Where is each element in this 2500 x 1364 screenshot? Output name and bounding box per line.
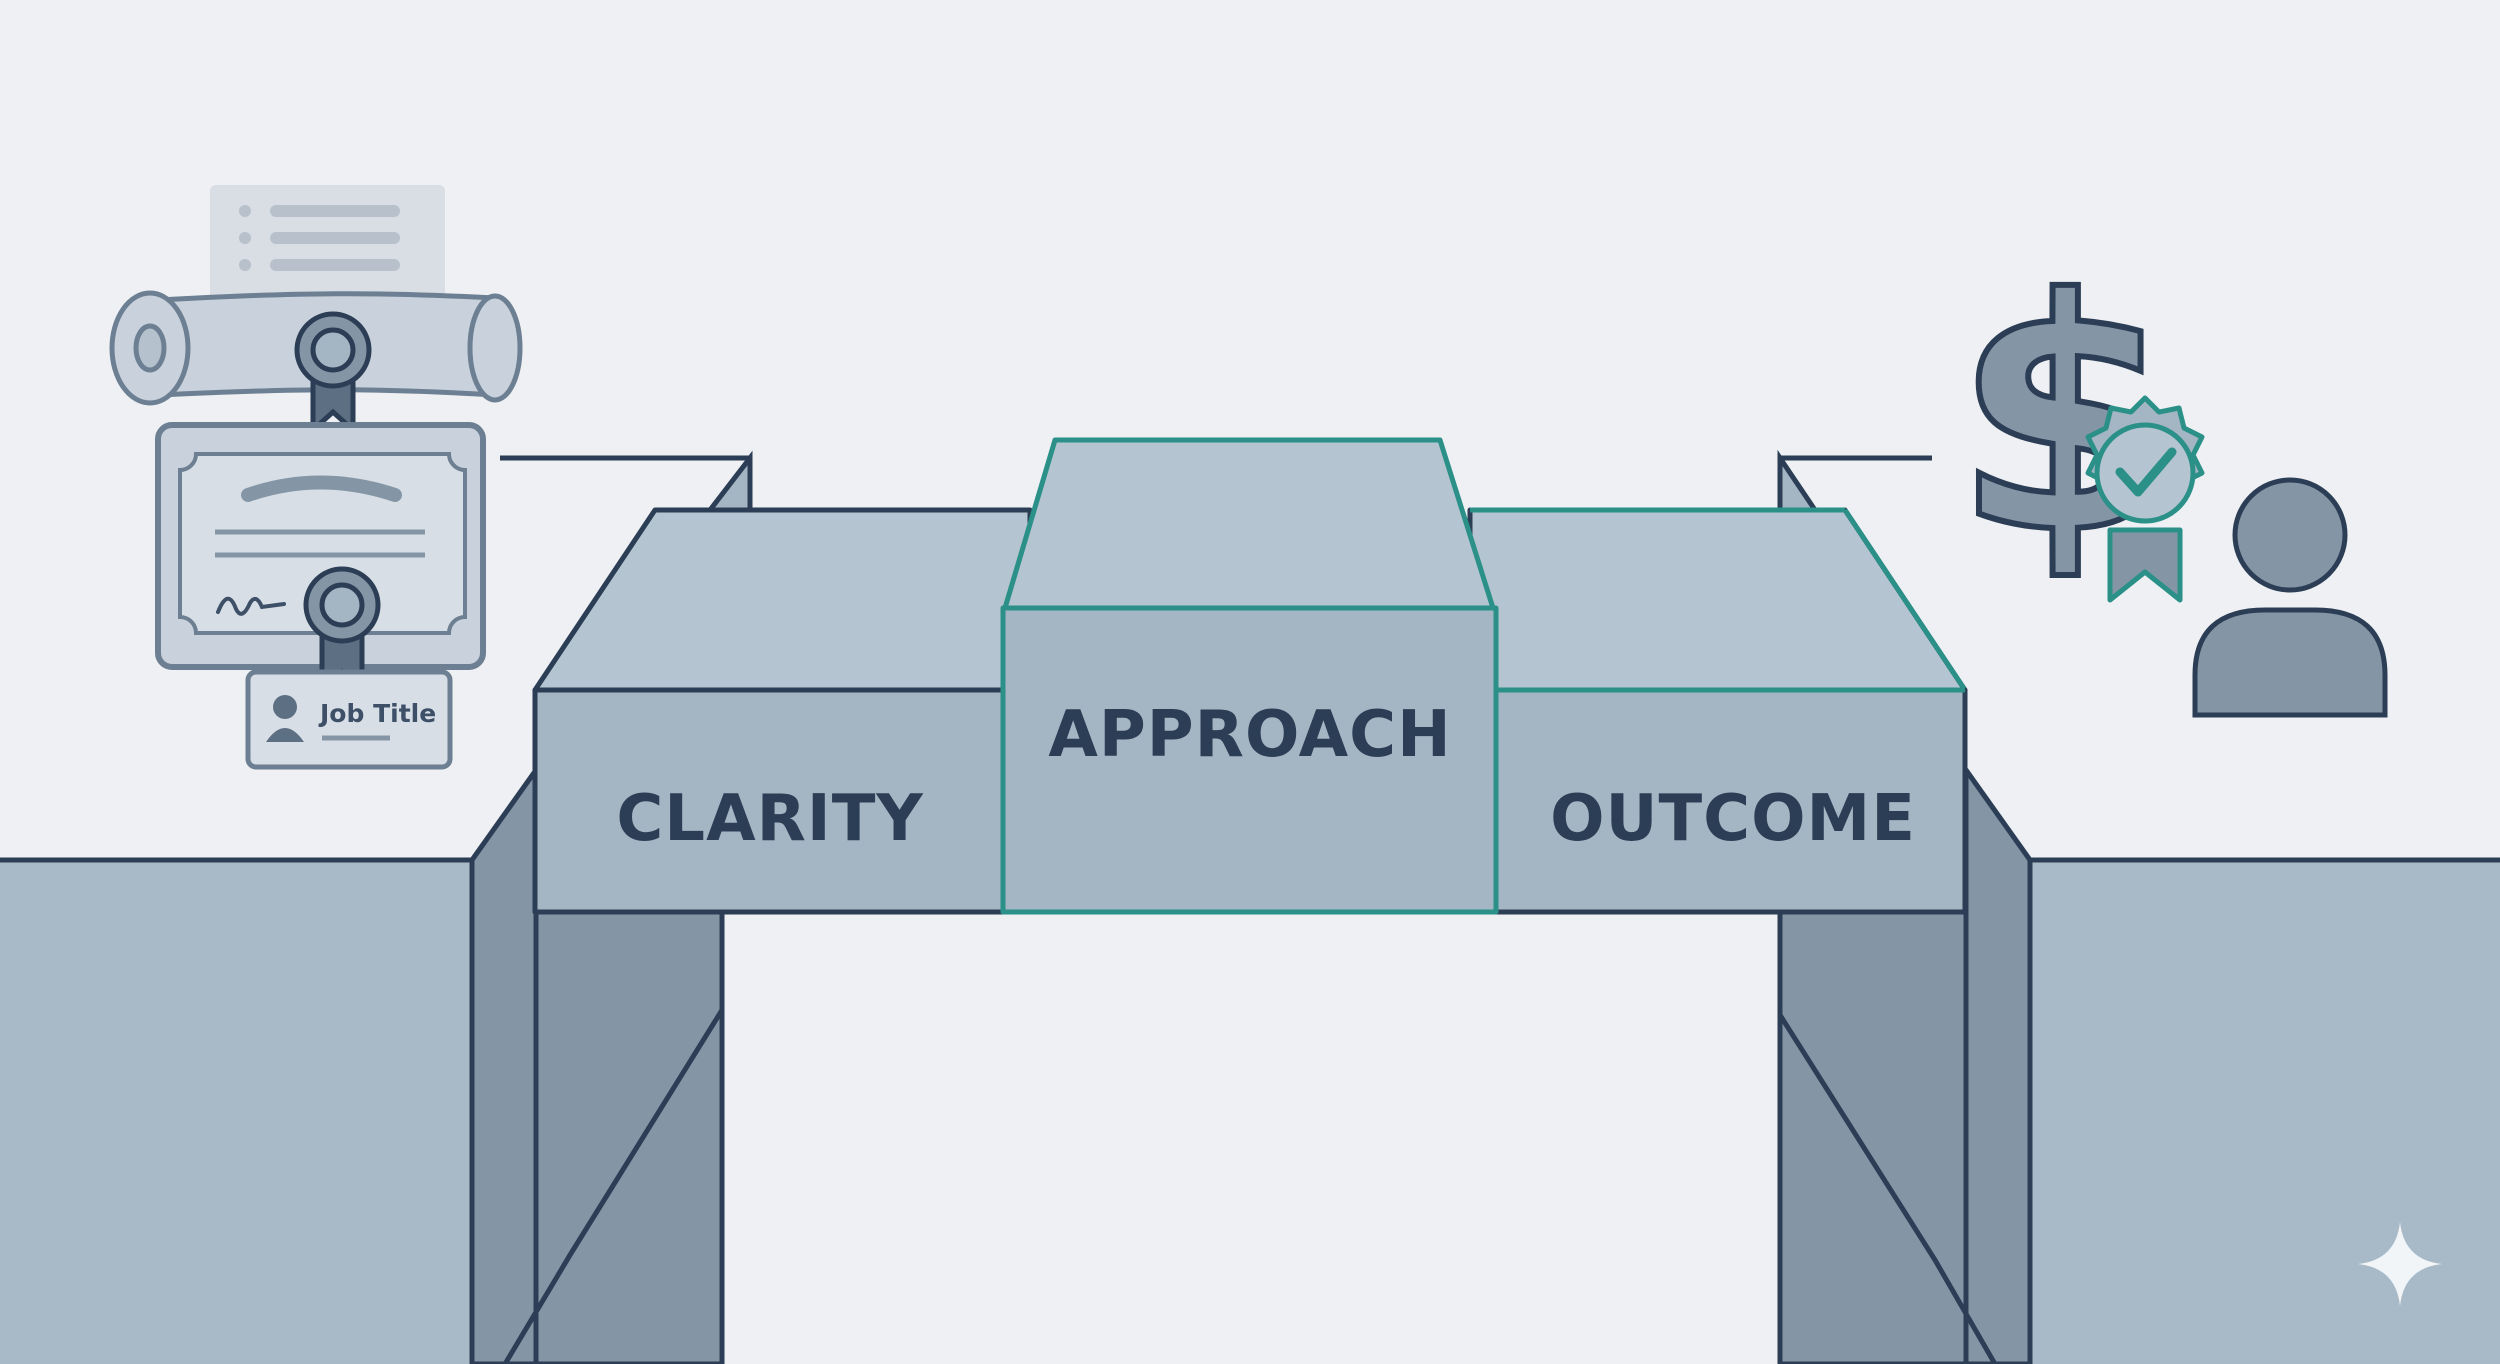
job-title-text: Job Title — [318, 699, 436, 728]
approach-block: APPROACH — [1000, 437, 1499, 915]
rewards-cluster: $ — [1951, 229, 2388, 718]
document-icon — [210, 185, 445, 320]
outcome-block: OUTCOME — [1467, 507, 1968, 915]
job-title-badge: Job Title — [245, 669, 453, 770]
clarity-label: CLARITY — [616, 782, 923, 856]
right-cliff — [2027, 857, 2500, 1364]
scroll-seal-icon — [294, 311, 372, 436]
signature-icon — [216, 596, 286, 616]
person-icon — [2192, 477, 2388, 718]
diploma-scroll-icon — [109, 290, 523, 406]
left-cliff — [0, 857, 475, 1364]
right-pillar — [1777, 767, 2033, 1364]
person-icon — [273, 695, 297, 719]
verified-award-icon — [2085, 395, 2205, 603]
credentials-cluster: Job Title — [109, 185, 523, 770]
certificate-icon — [155, 422, 486, 670]
sparkle-icon — [2358, 1222, 2442, 1306]
outcome-label: OUTCOME — [1550, 782, 1916, 856]
approach-label: APPROACH — [1048, 698, 1451, 772]
checkmark-icon — [2115, 447, 2177, 497]
clarity-block: CLARITY — [532, 507, 1033, 915]
